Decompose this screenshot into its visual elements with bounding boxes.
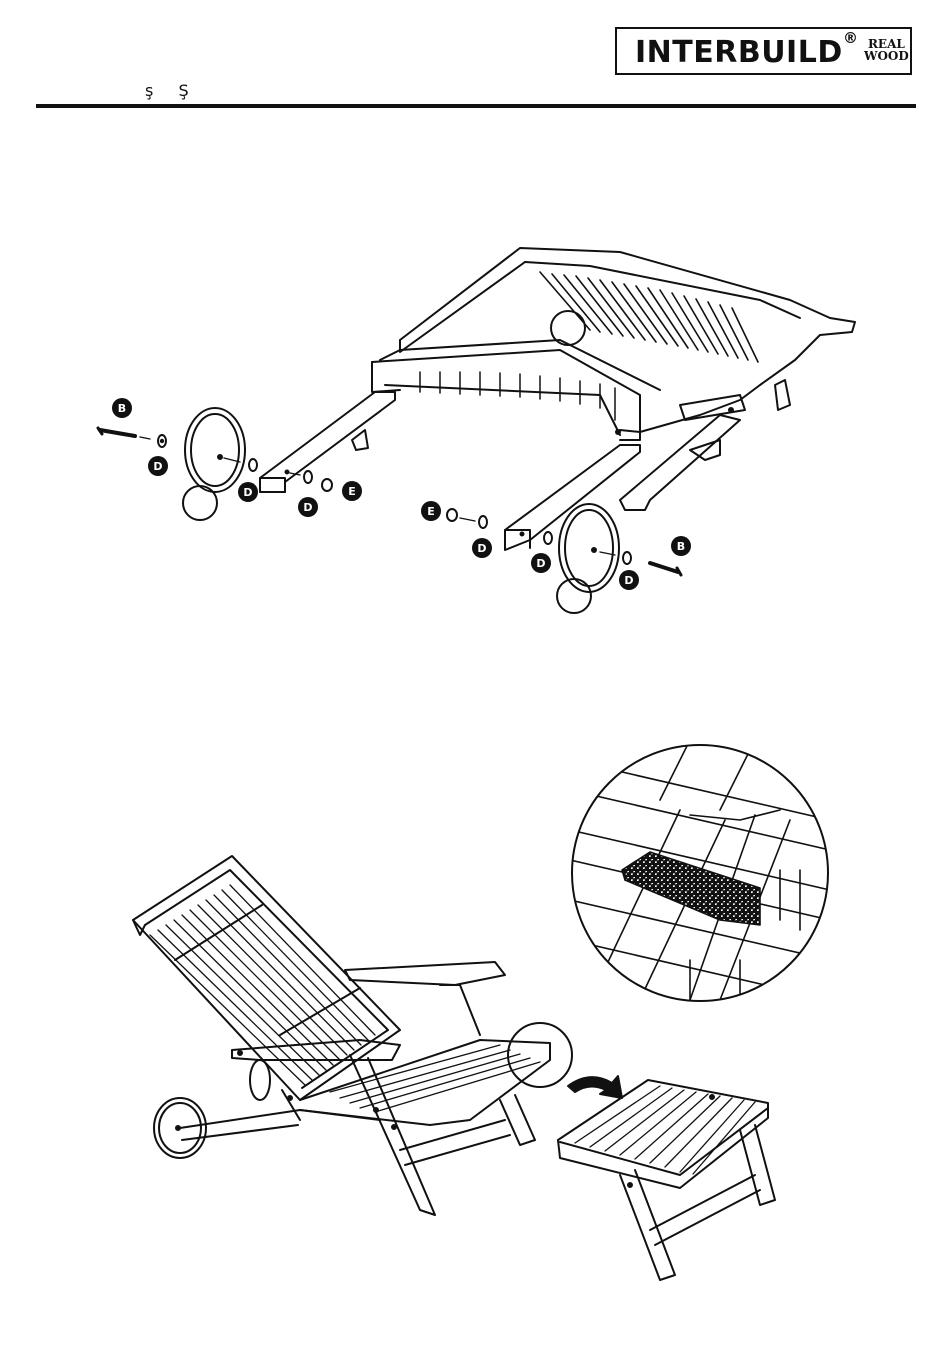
part-label-b: B [671, 536, 691, 556]
part-label-text: D [624, 574, 633, 587]
part-labels: B D D D E E D D D B [112, 398, 691, 590]
part-label-d: D [148, 456, 168, 476]
assembled-lounger-drawing [133, 856, 572, 1215]
part-label-text: D [153, 460, 162, 473]
part-label-text: D [243, 486, 252, 499]
part-label-text: D [536, 557, 545, 570]
part-label-e: E [421, 501, 441, 521]
part-label-b: B [112, 398, 132, 418]
part-label-d: D [531, 553, 551, 573]
part-label-d: D [238, 482, 258, 502]
left-wheel-assembly [98, 408, 332, 520]
part-label-d: D [298, 497, 318, 517]
part-label-text: B [118, 402, 126, 415]
part-label-d: D [619, 570, 639, 590]
part-label-text: B [677, 540, 685, 553]
part-label-text: D [477, 542, 486, 555]
part-label-text: E [348, 485, 356, 498]
lounger-underside-drawing [260, 248, 855, 550]
footrest-drawing [558, 1080, 775, 1280]
part-label-e: E [342, 481, 362, 501]
detail-zoom-drawing [560, 700, 830, 1010]
part-label-text: D [303, 501, 312, 514]
part-label-text: E [427, 505, 435, 518]
part-label-d: D [472, 538, 492, 558]
right-wheel-assembly [447, 504, 681, 613]
attach-arrow-icon [568, 1076, 622, 1098]
